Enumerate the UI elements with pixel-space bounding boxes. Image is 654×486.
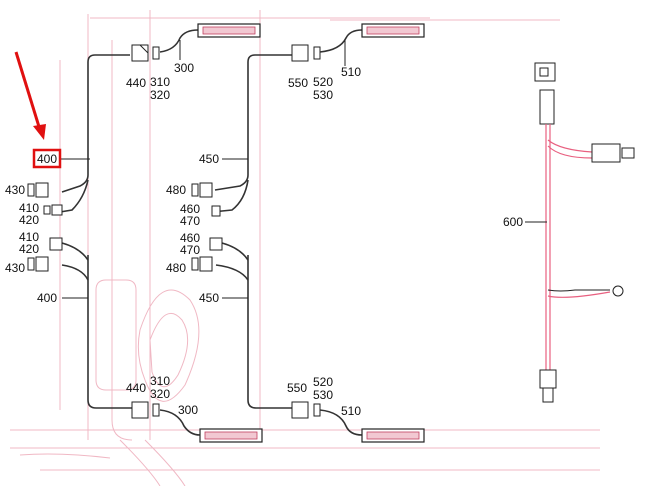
connector-520-bottom [313,403,321,417]
label-430-top: 430 [5,183,25,197]
left-harness-bottom [27,237,263,443]
connector-480-top [199,182,213,198]
label-320-top: 320 [150,88,170,102]
label-510-top: 510 [341,65,361,79]
connector-310-top [152,46,160,60]
label-550-bottom: 550 [287,381,307,395]
right-harness-bottom [191,237,425,443]
label-450-top: 450 [199,152,219,166]
label-520-top: 520 [313,75,333,89]
label-510-bottom: 510 [341,404,361,418]
connector-480-bottom [199,256,213,272]
label-530-top: 530 [313,88,333,102]
arrow-head-icon [33,124,46,140]
connector-460-top [211,205,221,217]
left-harness-top [27,23,261,216]
label-460-top: 460 [180,202,200,216]
label-420-top: 420 [19,213,39,227]
adapter-side-plug [591,143,621,163]
adapter-harness-600 [525,62,635,403]
label-410-bottom: 410 [19,230,39,244]
label-320-bottom: 320 [150,387,170,401]
label-470-bottom: 470 [180,243,200,257]
connector-410-top [51,204,63,216]
label-400-highlight: 400 [37,152,57,166]
label-600: 600 [503,215,523,229]
label-480-bottom: 480 [166,261,186,275]
label-460-bottom: 460 [180,231,200,245]
connector-550-bottom [291,401,309,419]
connector-430-top [35,182,49,198]
connector-550-top [291,44,309,62]
label-440-top: 440 [126,76,146,90]
label-530-bottom: 530 [313,388,333,402]
label-310-top: 310 [150,75,170,89]
connector-440-top [131,44,149,62]
highlight-marker [14,51,62,169]
label-310-bottom: 310 [150,374,170,388]
connector-310-bottom [152,403,160,417]
connector-430-bottom [35,256,49,272]
label-300-bottom: 300 [178,403,198,417]
label-470-top: 470 [180,214,200,228]
label-300-top: 300 [174,61,194,75]
background-outline [10,10,600,486]
ground-terminal [612,285,624,297]
label-410-top: 410 [19,201,39,215]
adapter-housing [539,89,555,125]
label-550-top: 550 [288,76,308,90]
label-520-bottom: 520 [313,375,333,389]
connector-440-bottom [131,401,149,419]
label-450-bottom: 450 [199,291,219,305]
connector-460-bottom [209,237,223,251]
label-420-bottom: 420 [19,242,39,256]
label-400-bottom: 400 [37,291,57,305]
highlight-box [32,148,62,169]
label-430-bottom: 430 [5,261,25,275]
label-440-bottom: 440 [126,381,146,395]
right-harness-top [191,23,425,217]
red-arrow [14,51,42,131]
label-480-top: 480 [166,183,186,197]
connector-410-bottom [49,237,63,251]
adapter-bottom-plug [539,369,557,389]
connector-520-top [313,46,321,60]
